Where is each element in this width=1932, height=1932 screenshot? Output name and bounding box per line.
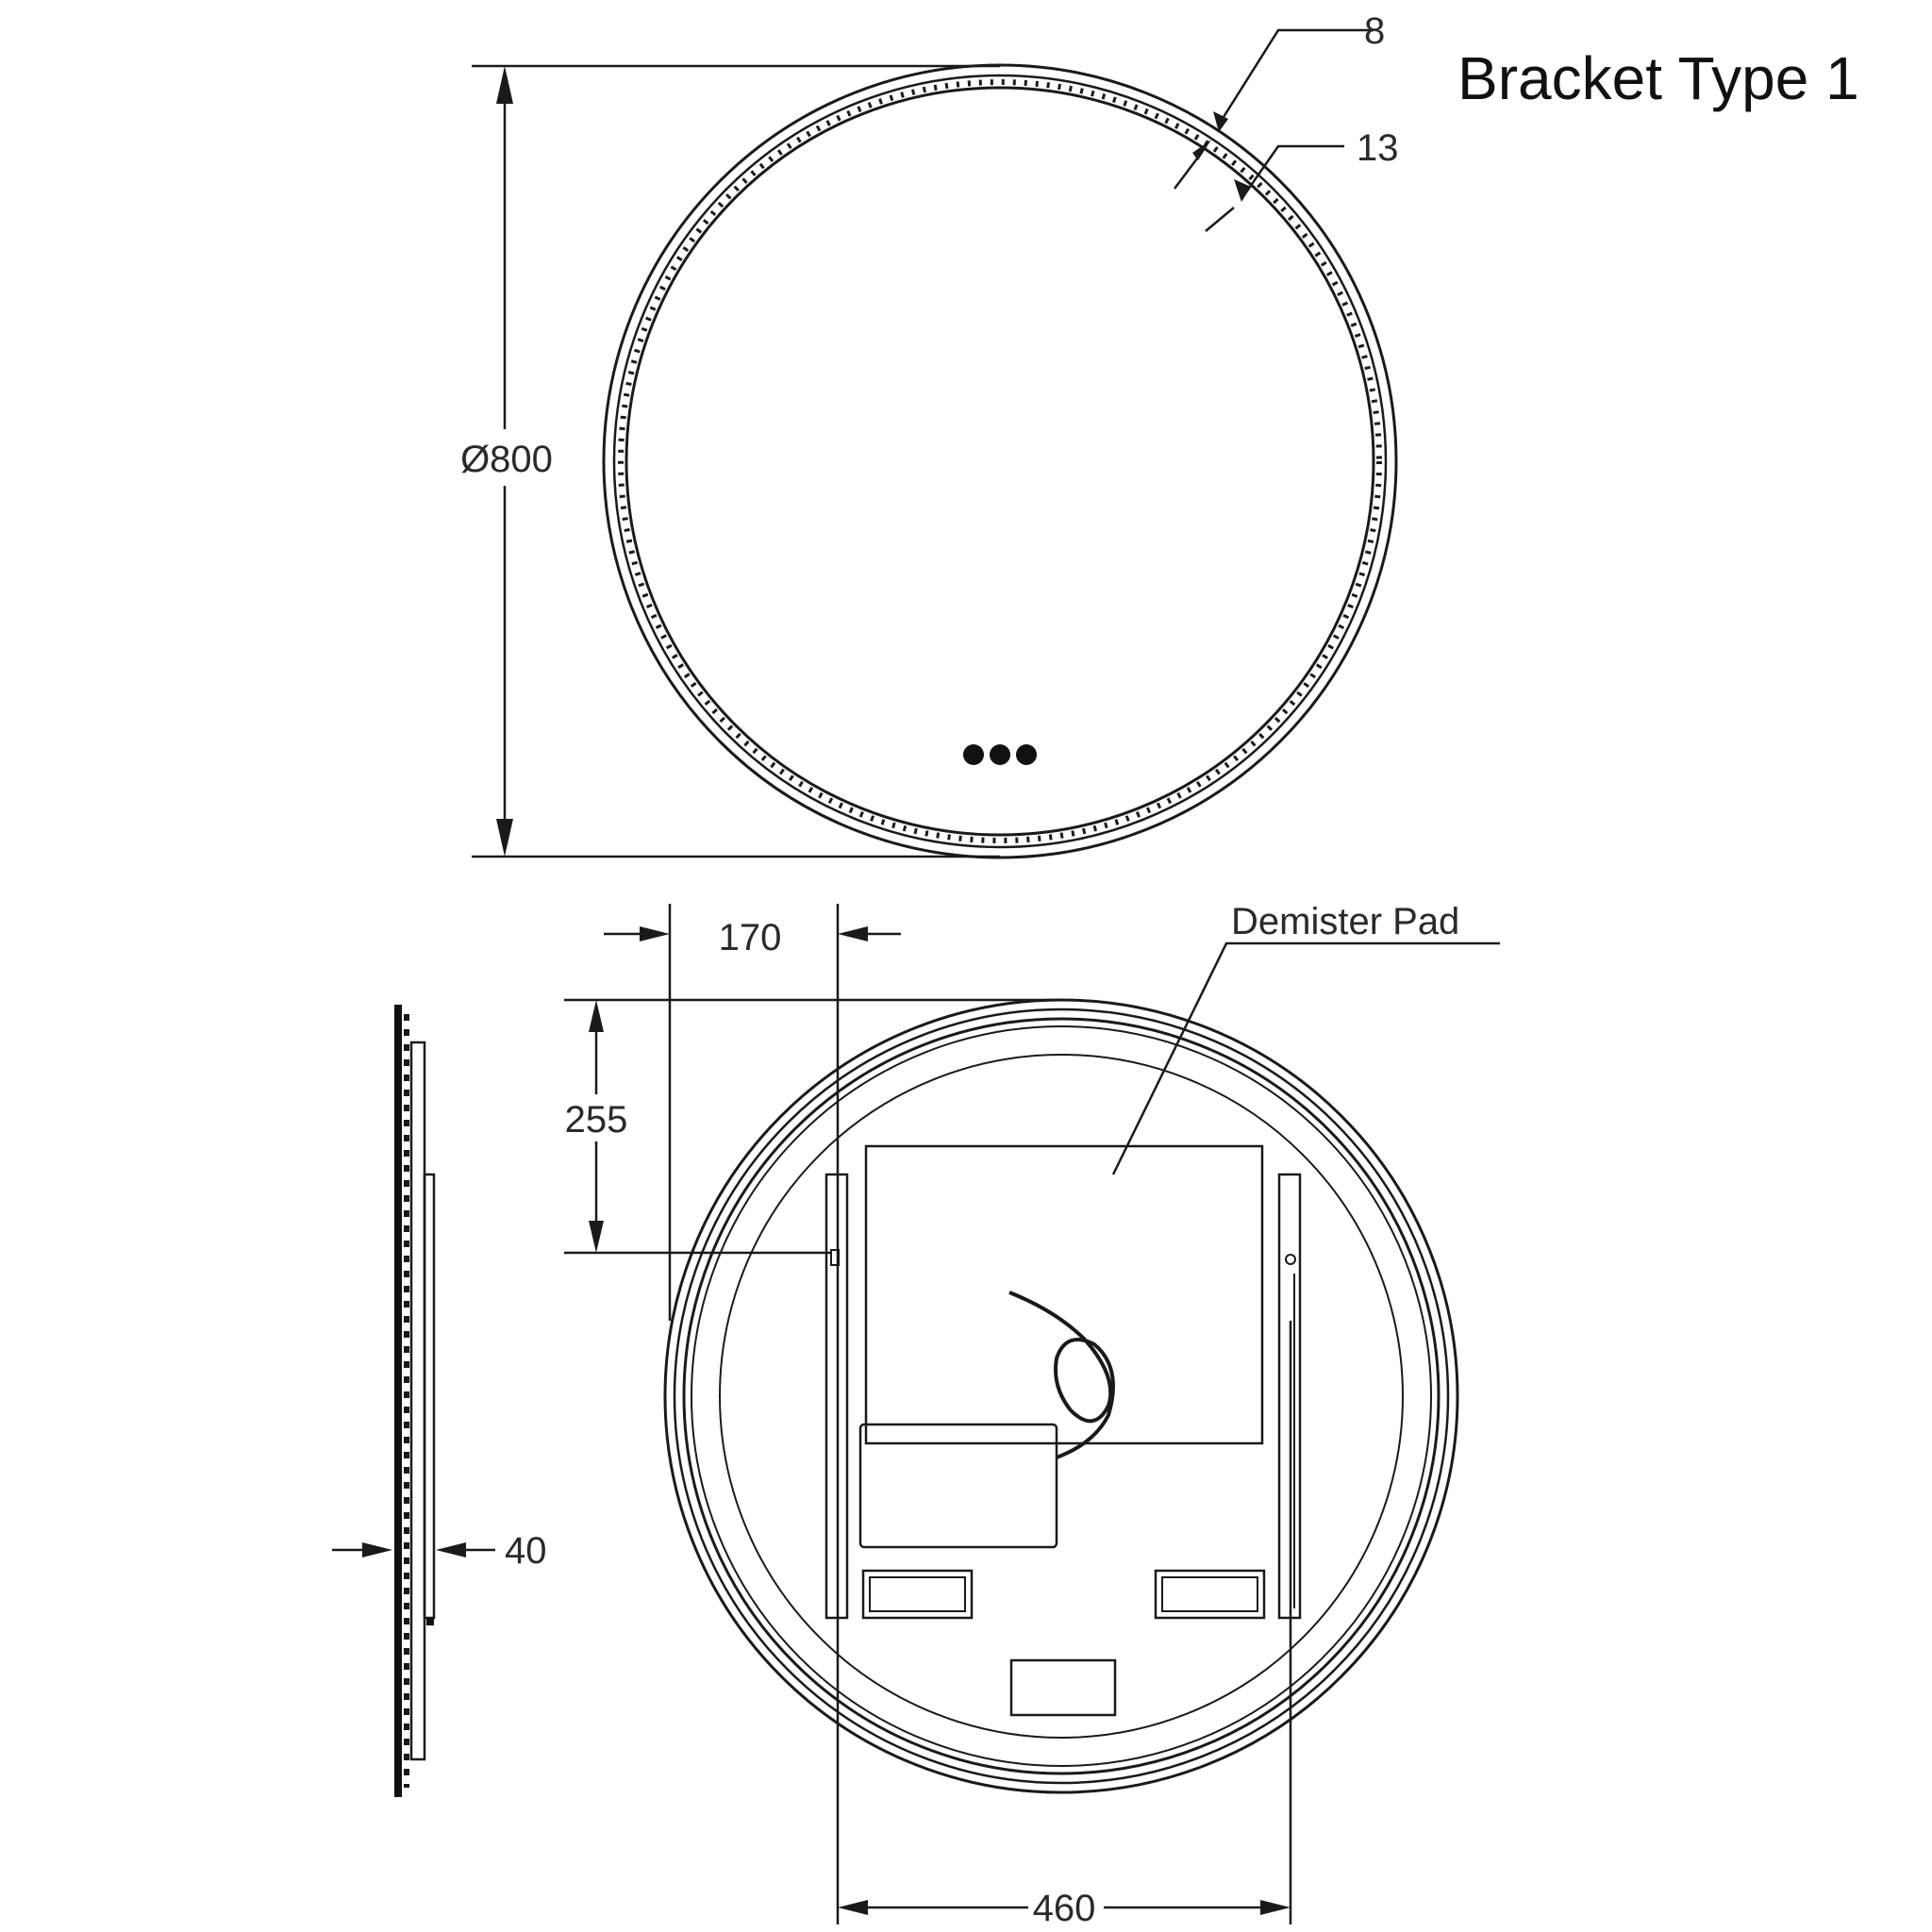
rear-rim-3: [691, 1025, 1432, 1767]
frame-outer-label: 8: [1364, 10, 1385, 52]
rear-outer-edge: [663, 998, 1459, 1794]
arrow-right-460-icon: [1260, 1900, 1291, 1915]
rear-rim-2: [682, 1017, 1441, 1775]
side-back-panel: [409, 1041, 426, 1761]
arrow-left-icon: [436, 1542, 466, 1557]
arrow-down-icon: [496, 819, 513, 857]
bracket-spacing-label: 460: [1033, 1888, 1096, 1929]
bracket-offset-y-label: 255: [565, 1099, 628, 1141]
three-dot-touch-sensor-icon: [963, 744, 1037, 765]
side-glass-panel: [394, 1005, 402, 1797]
diameter-label-bg: [453, 429, 566, 486]
arrow-leader-13-icon: [1234, 179, 1251, 202]
side-view: 40: [332, 1005, 547, 1797]
demister-label: Demister Pad: [1231, 901, 1459, 942]
arrow-up-icon: [496, 66, 513, 104]
dim-255-label-bg: [558, 1094, 634, 1141]
mirror-frame-line: [612, 74, 1388, 849]
left-bracket: [824, 1173, 849, 1620]
arrow-leader-8-icon: [1213, 111, 1228, 132]
leader-13-tail: [1205, 207, 1235, 232]
demister-leader: [1111, 941, 1500, 1175]
power-cable: [1008, 1291, 1115, 1459]
rear-panel-edge: [719, 1054, 1404, 1739]
page-title: Bracket Type 1: [1457, 44, 1859, 112]
arrow-right-170-icon: [640, 926, 670, 941]
sensor-module: [1009, 1658, 1117, 1717]
led-driver-box: [858, 1423, 1058, 1549]
demister-pad: [864, 1144, 1264, 1445]
leader-13: [1241, 144, 1344, 197]
switch-box-left: [861, 1569, 974, 1620]
right-hook-slot: [1285, 1254, 1296, 1265]
side-bracket: [423, 1173, 436, 1620]
mirror-outer-edge: [602, 63, 1398, 859]
arrow-down-255-icon: [589, 1221, 604, 1253]
switch-box-right-inner: [1161, 1576, 1258, 1612]
depth-label: 40: [505, 1530, 547, 1572]
side-bracket-hook: [426, 1618, 434, 1625]
arrow-left-170-icon: [838, 926, 868, 941]
bracket-offset-x-label: 170: [719, 917, 782, 958]
rear-view: 170 255 Demister Pad: [558, 901, 1500, 1929]
arrow-right-icon: [362, 1542, 392, 1557]
arrow-8-inner-icon: [1192, 140, 1211, 160]
arrow-left-460-icon: [838, 1900, 868, 1915]
diameter-label: Ø800: [460, 439, 553, 480]
arrow-up-255-icon: [589, 1000, 604, 1032]
led-strip-texture: [618, 79, 1382, 843]
switch-box-right: [1154, 1569, 1266, 1620]
rear-rim-1: [673, 1008, 1450, 1785]
frame-inner-label: 13: [1357, 127, 1399, 169]
leader-8: [1217, 28, 1373, 125]
left-hook-slot: [830, 1249, 840, 1266]
front-view: Ø800 8 13: [453, 10, 1399, 859]
switch-box-left-inner: [869, 1576, 966, 1612]
mirror-led-band-inner: [625, 86, 1375, 837]
